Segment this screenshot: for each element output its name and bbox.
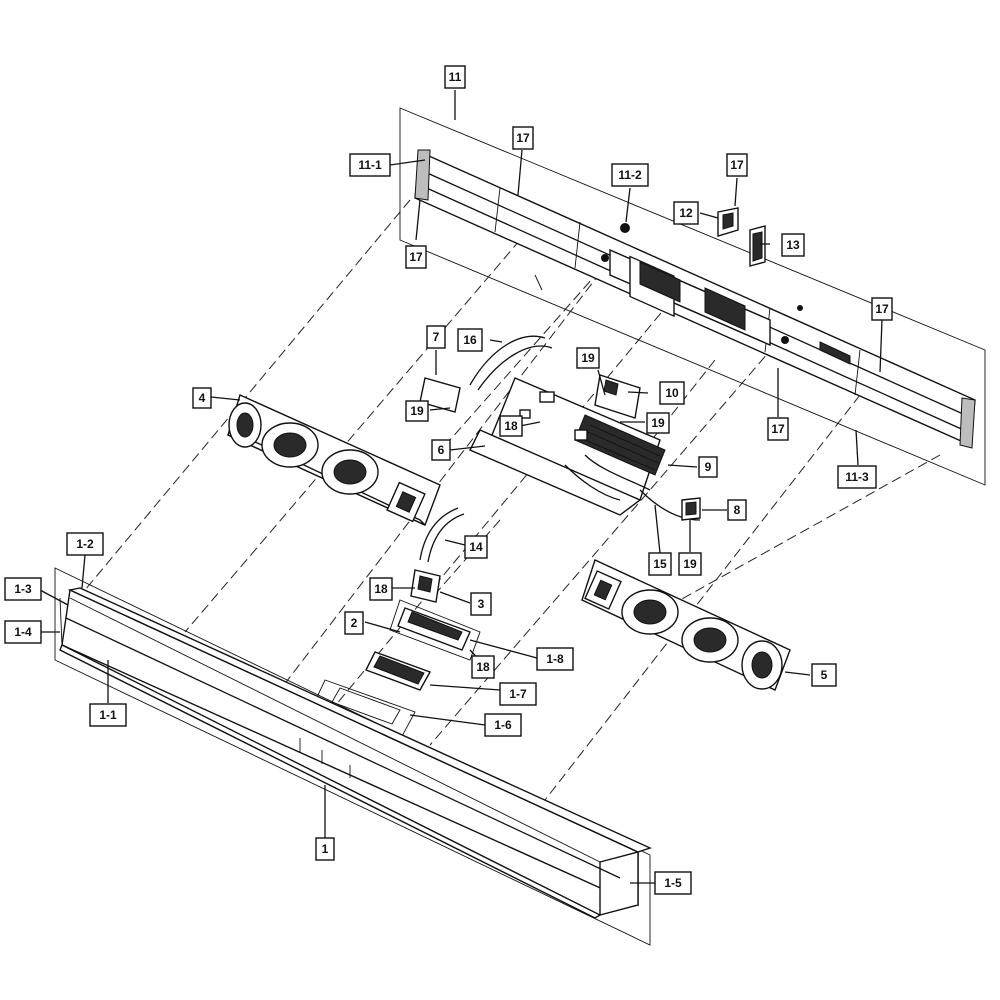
ribbon-cable-14	[419, 507, 465, 563]
callout-5: 5	[821, 668, 828, 682]
callout-11-2: 11-2	[618, 168, 642, 182]
callout-11-1: 11-1	[358, 158, 382, 172]
callout-11: 11	[449, 70, 462, 84]
button-board-2	[397, 607, 471, 651]
board-7	[419, 377, 461, 413]
callout-10: 10	[665, 386, 679, 400]
callout-18-lower: 18	[476, 660, 490, 674]
callout-14: 14	[469, 540, 483, 554]
callout-8: 8	[734, 503, 741, 517]
callout-2: 2	[351, 616, 358, 630]
board-grid	[584, 424, 661, 471]
callout-1-8: 1-8	[546, 652, 564, 666]
callout-1-3: 1-3	[14, 582, 32, 596]
callout-19-chassis: 19	[651, 416, 665, 430]
callout-17-lower: 17	[771, 422, 785, 436]
callout-1-4: 1-4	[14, 625, 32, 639]
ribbon-cable-16	[469, 335, 553, 391]
callout-15: 15	[653, 557, 667, 571]
frame-1-8	[389, 599, 481, 661]
callout-16: 16	[463, 333, 477, 347]
callout-17-upper-right: 17	[730, 158, 744, 172]
callout-17-right: 17	[875, 302, 889, 316]
bracket-13	[749, 225, 766, 267]
callout-1-2: 1-2	[76, 537, 94, 551]
callout-3: 3	[478, 597, 485, 611]
board-3	[410, 569, 441, 603]
board-8	[681, 497, 701, 521]
sub-board-10	[594, 374, 641, 419]
callout-9: 9	[705, 460, 712, 474]
callout-17-top: 17	[516, 131, 530, 145]
callout-labels: 11 11-1 17 11-2 12 17 13 17 16 7 19 10 1…	[4, 65, 893, 895]
rear-bracket-assembly	[399, 107, 986, 486]
bracket-12	[717, 207, 739, 237]
callout-11-3: 11-3	[845, 470, 869, 484]
callout-13: 13	[786, 238, 800, 252]
callout-18-chassis: 18	[504, 419, 518, 433]
bracket-ribs	[494, 187, 861, 396]
main-board-chassis	[469, 377, 701, 521]
callout-4: 4	[199, 391, 206, 405]
callout-1-5: 1-5	[664, 876, 682, 890]
callout-7: 7	[433, 330, 440, 344]
callout-19-board10: 19	[581, 351, 595, 365]
key-pad-1-7	[365, 651, 432, 691]
callout-12: 12	[679, 206, 693, 220]
left-speaker-box	[227, 394, 441, 526]
callout-18-board3: 18	[374, 582, 388, 596]
leader-lines	[39, 90, 883, 884]
callout-1-6: 1-6	[494, 718, 512, 732]
callout-1: 1	[322, 842, 329, 856]
callout-1-7: 1-7	[509, 687, 527, 701]
callout-19-board7: 19	[410, 404, 424, 418]
callout-1-1: 1-1	[99, 708, 117, 722]
callout-6: 6	[438, 443, 445, 457]
callout-17-left: 17	[409, 250, 423, 264]
front-cabinet	[54, 567, 652, 946]
assembly-guide-lines	[84, 199, 941, 801]
right-speaker-box	[581, 559, 791, 691]
callout-19-board8: 19	[683, 557, 697, 571]
